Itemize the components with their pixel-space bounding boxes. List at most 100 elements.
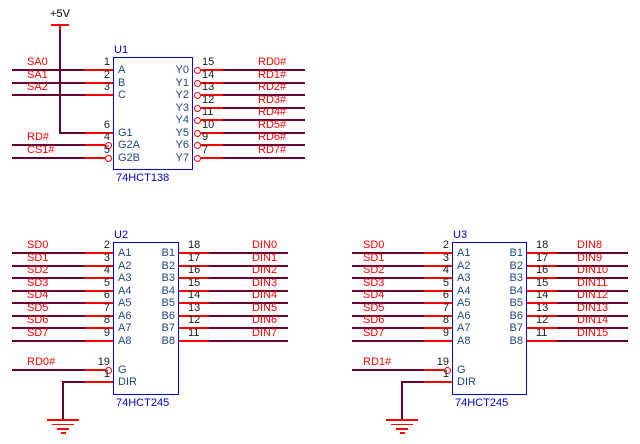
u3-pin-name: A6 <box>457 310 471 322</box>
u2-pin-number: 7 <box>103 302 110 314</box>
u2-pin-name: A6 <box>118 310 132 322</box>
u1-rd7#-wire <box>223 157 305 159</box>
u2-din5-wire <box>209 315 288 317</box>
u1-pin-number: 14 <box>202 69 215 81</box>
u1-pin-stub <box>201 119 223 121</box>
u3-pin-stub <box>527 327 557 329</box>
u3-pin-number: 17 <box>536 252 549 264</box>
u3-net-label: SD6 <box>363 314 385 326</box>
u2-net-label: SD7 <box>27 327 49 339</box>
u2-pin-number: 14 <box>188 289 201 301</box>
u3-g-invert-bubble-icon <box>444 366 451 374</box>
u1-net-label: SA0 <box>27 56 48 68</box>
u2-pin-name: B2 <box>161 260 175 272</box>
u2-pin-stub <box>179 315 209 317</box>
u2-din6-wire <box>209 327 288 329</box>
u3-pin-stub <box>424 290 452 292</box>
u3-pin-number: 4 <box>442 264 449 276</box>
u3-sd4-wire <box>352 302 424 304</box>
u1-pin-stub <box>85 157 105 159</box>
u1-rd0#-wire <box>223 69 305 71</box>
u2-pin-name: G <box>118 364 127 376</box>
u2-pin-stub <box>85 381 113 383</box>
u3-pin-name: B7 <box>509 322 523 334</box>
u2-net-label: SD2 <box>27 264 49 276</box>
u3-pin-stub <box>424 369 444 371</box>
u1-pin-number: 13 <box>202 81 215 93</box>
u3-refdes: U3 <box>453 229 468 241</box>
u1-pin-number: 3 <box>103 81 110 93</box>
u3-sd0-wire <box>352 252 424 254</box>
u3-pin-number: 8 <box>442 314 449 326</box>
u1-part-number: 74HCT138 <box>116 172 170 184</box>
u1-y2-invert-bubble-icon <box>194 91 201 99</box>
u2-pin-stub <box>85 340 113 342</box>
u3-net-label: SD4 <box>363 289 385 301</box>
u3-rd1#-wire <box>352 369 424 371</box>
u2-g-invert-bubble-icon <box>105 366 112 374</box>
u1-pin-number: 5 <box>103 144 110 156</box>
u1-y4-invert-bubble-icon <box>194 116 201 124</box>
u2-pin-number: 17 <box>188 252 201 264</box>
u3-net-label: DIN11 <box>577 277 608 289</box>
u1-net-label: RD7# <box>258 144 287 156</box>
u3-pin-stub <box>424 327 452 329</box>
u1-pin-number: 7 <box>202 144 209 156</box>
u3-pin-name: B8 <box>509 335 523 347</box>
u2-pin-stub <box>85 327 113 329</box>
u1-pin-number: 6 <box>103 119 110 131</box>
u2-sd1-wire <box>12 265 85 267</box>
u2-ground-icon <box>47 419 79 421</box>
u3-pin-name: A3 <box>457 272 471 284</box>
u2-pin-name: DIR <box>118 376 137 388</box>
u3-pin-stub <box>424 340 452 342</box>
u2-refdes: U2 <box>114 229 129 241</box>
u2-net-label: DIN7 <box>252 327 278 339</box>
u3-din8-wire <box>557 252 628 254</box>
u3-pin-name: A4 <box>457 285 471 297</box>
u3-pin-number: 18 <box>536 239 549 251</box>
u2-net-label: DIN2 <box>252 264 278 276</box>
u1-net-label: RD0# <box>258 56 287 68</box>
u3-net-label: DIN13 <box>577 302 609 314</box>
u3-pin-number: 2 <box>442 239 449 251</box>
u3-dir-wire <box>401 381 424 383</box>
u1-pin-number: 10 <box>202 119 215 131</box>
u3-pin-stub <box>424 302 452 304</box>
u1-pin-stub <box>201 69 223 71</box>
u3-net-label: SD5 <box>363 302 385 314</box>
u3-din14-wire <box>557 327 628 329</box>
u2-pin-number: 1 <box>103 368 110 380</box>
u2-din3-wire <box>209 290 288 292</box>
u3-pin-number: 6 <box>442 289 449 301</box>
u3-net-label: SD1 <box>363 252 385 264</box>
u2-pin-stub <box>179 252 209 254</box>
u3-pin-stub <box>527 290 557 292</box>
u2-pin-stub <box>85 265 113 267</box>
u1-pin-stub <box>201 157 223 159</box>
u2-net-label: SD4 <box>27 289 49 301</box>
u3-net-label: RD1# <box>363 356 392 368</box>
u2-pin-name: B1 <box>161 247 175 259</box>
u2-pin-number: 3 <box>103 252 110 264</box>
u3-din13-wire <box>557 315 628 317</box>
u1-pin-name: B <box>118 77 126 89</box>
u3-pin-name: B4 <box>509 285 523 297</box>
u1-pin-stub <box>201 132 223 134</box>
u2-pin-name: B5 <box>161 297 175 309</box>
u1-pin-stub <box>85 69 113 71</box>
u3-pin-number: 15 <box>536 277 549 289</box>
u2-net-label: DIN5 <box>252 302 278 314</box>
u2-net-label: DIN6 <box>252 314 278 326</box>
u2-pin-stub <box>179 265 209 267</box>
u1-pin-stub <box>85 132 113 134</box>
u1-g2b-invert-bubble-icon <box>105 154 112 162</box>
u2-pin-number: 9 <box>103 327 110 339</box>
u3-pin-name: A5 <box>457 297 471 309</box>
u1-pin-name: Y4 <box>175 114 189 126</box>
u1-y6-invert-bubble-icon <box>194 141 201 149</box>
u2-pin-stub <box>85 277 113 279</box>
u1-rd4#-wire <box>223 119 305 121</box>
u2-pin-number: 16 <box>188 264 201 276</box>
u2-pin-number: 13 <box>188 302 201 314</box>
